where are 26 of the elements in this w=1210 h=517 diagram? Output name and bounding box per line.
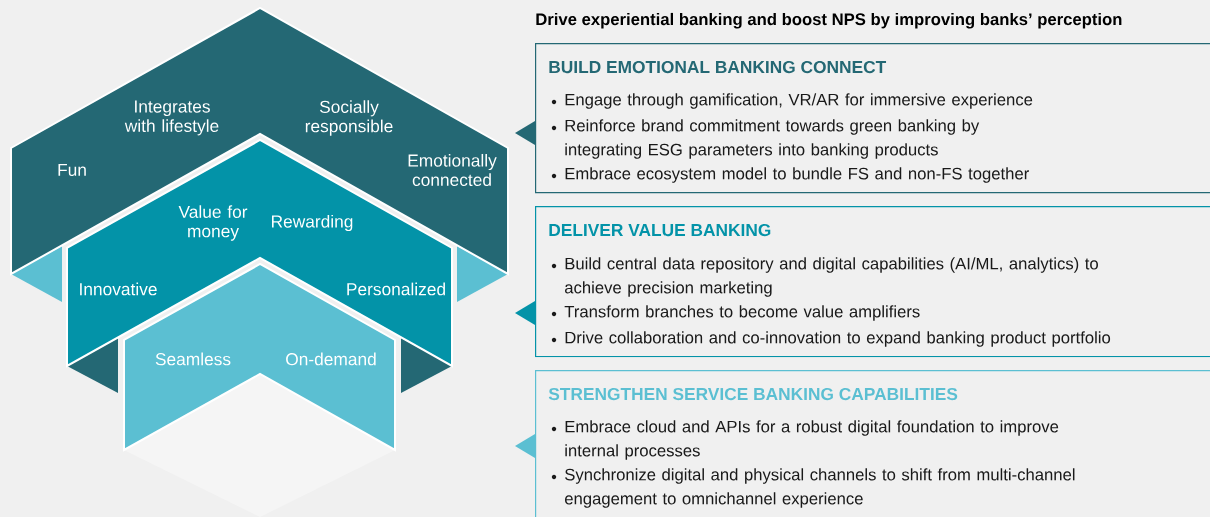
band-label: On-demand bbox=[286, 352, 376, 366]
box-heading: BUILD EMOTIONAL BANKING CONNECT bbox=[549, 60, 887, 74]
band-label: Value for money bbox=[178, 205, 248, 241]
bullet-item: Engage through gamification, VR/AR for immersive experience bbox=[551, 93, 1033, 109]
bullet-item: Transform branches to become value amplifiers bbox=[551, 305, 920, 321]
bullet-item: Drive collaboration and co-innovation to expand banking product portfolio bbox=[551, 331, 1111, 347]
bullet-item: Synchronize digital and physical channels to shift from multi-channel engagement to omnichannel experience bbox=[551, 468, 1075, 508]
band-label: Emotionally connected bbox=[408, 153, 497, 186]
band-label: Personalized bbox=[347, 282, 445, 296]
bullet-item: Embrace cloud and APIs for a robust digital foundation to improve internal processes bbox=[551, 420, 1059, 460]
text-box bbox=[515, 43, 1210, 194]
box-heading: DELIVER VALUE BANKING bbox=[549, 223, 771, 237]
text-box bbox=[515, 370, 1210, 517]
band-label: Socially responsible bbox=[305, 100, 393, 136]
band-label: Integrates with lifestyle bbox=[124, 100, 219, 136]
chevron-band bbox=[10, 6, 509, 302]
band-label: Seamless bbox=[155, 352, 231, 366]
band-label: Rewarding bbox=[272, 214, 353, 232]
title: Drive experiential banking and boost NPS by improving banks’ perception bbox=[536, 12, 1122, 29]
text-box bbox=[515, 206, 1210, 358]
band-label: Fun bbox=[58, 163, 86, 177]
bullet-item: Build central data repository and digital capabilities (AI/ML, analytics) to achieve precision marketing bbox=[551, 257, 1098, 297]
box-heading: STRENGTHEN SERVICE BANKING CAPABILITIES bbox=[548, 387, 958, 401]
band-label: Innovative bbox=[80, 282, 157, 296]
bullet-item: Embrace ecosystem model to bundle FS and non-FS together bbox=[551, 167, 1029, 183]
bullet-item: Reinforce brand commitment towards green banking by integrating ESG parameters into banking products bbox=[551, 119, 980, 159]
